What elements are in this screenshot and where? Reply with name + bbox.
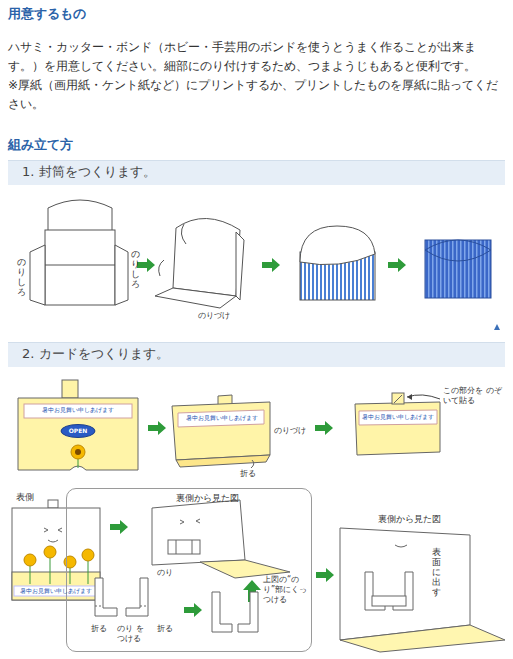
card-text: 暑中お見舞い申しあげます	[16, 587, 96, 595]
callout-note: この部分を のぞいて貼る	[443, 386, 507, 406]
instruction-label: 折る	[91, 624, 107, 634]
section-heading: 組み立て方	[8, 137, 73, 153]
instruction-label: 上図の“のり”部にくっつける	[263, 575, 309, 605]
instruction-label: のりづけ	[274, 426, 306, 436]
card-button-text: OPEN	[64, 427, 92, 435]
view-label: 表側	[16, 492, 34, 503]
card-text: 暑中お見舞い申しあげます	[361, 413, 435, 421]
instruction-label: 折る	[157, 624, 173, 634]
part-label: のり	[157, 568, 173, 578]
section-heading: 用意するもの	[8, 6, 86, 22]
card-text: 暑中お見舞い申しあげます	[26, 406, 130, 414]
instruction-label: 表面に出す	[432, 548, 441, 597]
step-band: 2. カードをつくります。	[8, 342, 505, 367]
note-text: ※厚紙（画用紙・ケント紙など）にプリントするか、プリントしたものを厚紙に貼ってく…	[8, 76, 508, 114]
view-label: 裏側から見た図	[176, 493, 239, 504]
instruction-label: のり をつける	[117, 624, 149, 644]
detail-box: 裏側から見た図のり上図の“のり”部にくっつける折るのり をつける折る	[66, 488, 312, 652]
step-title: 2. カードをつくります。	[22, 346, 169, 362]
step-title: 1. 封筒をつくります。	[22, 164, 156, 180]
view-label: 裏側から見た図	[378, 514, 441, 525]
body-text: ハサミ・カッター・ボンド（ホビー・手芸用のボンドを使うとうまく作ることが出来ます…	[8, 38, 508, 76]
part-label: のりしろ	[17, 258, 26, 298]
instruction-label: 折る	[240, 469, 256, 479]
instruction-label: のりづけ	[198, 311, 230, 321]
card-text: 暑中お見舞い申しあげます	[182, 414, 262, 422]
part-label: のりしろ	[131, 250, 140, 290]
step-band: 1. 封筒をつくります。	[8, 160, 505, 185]
